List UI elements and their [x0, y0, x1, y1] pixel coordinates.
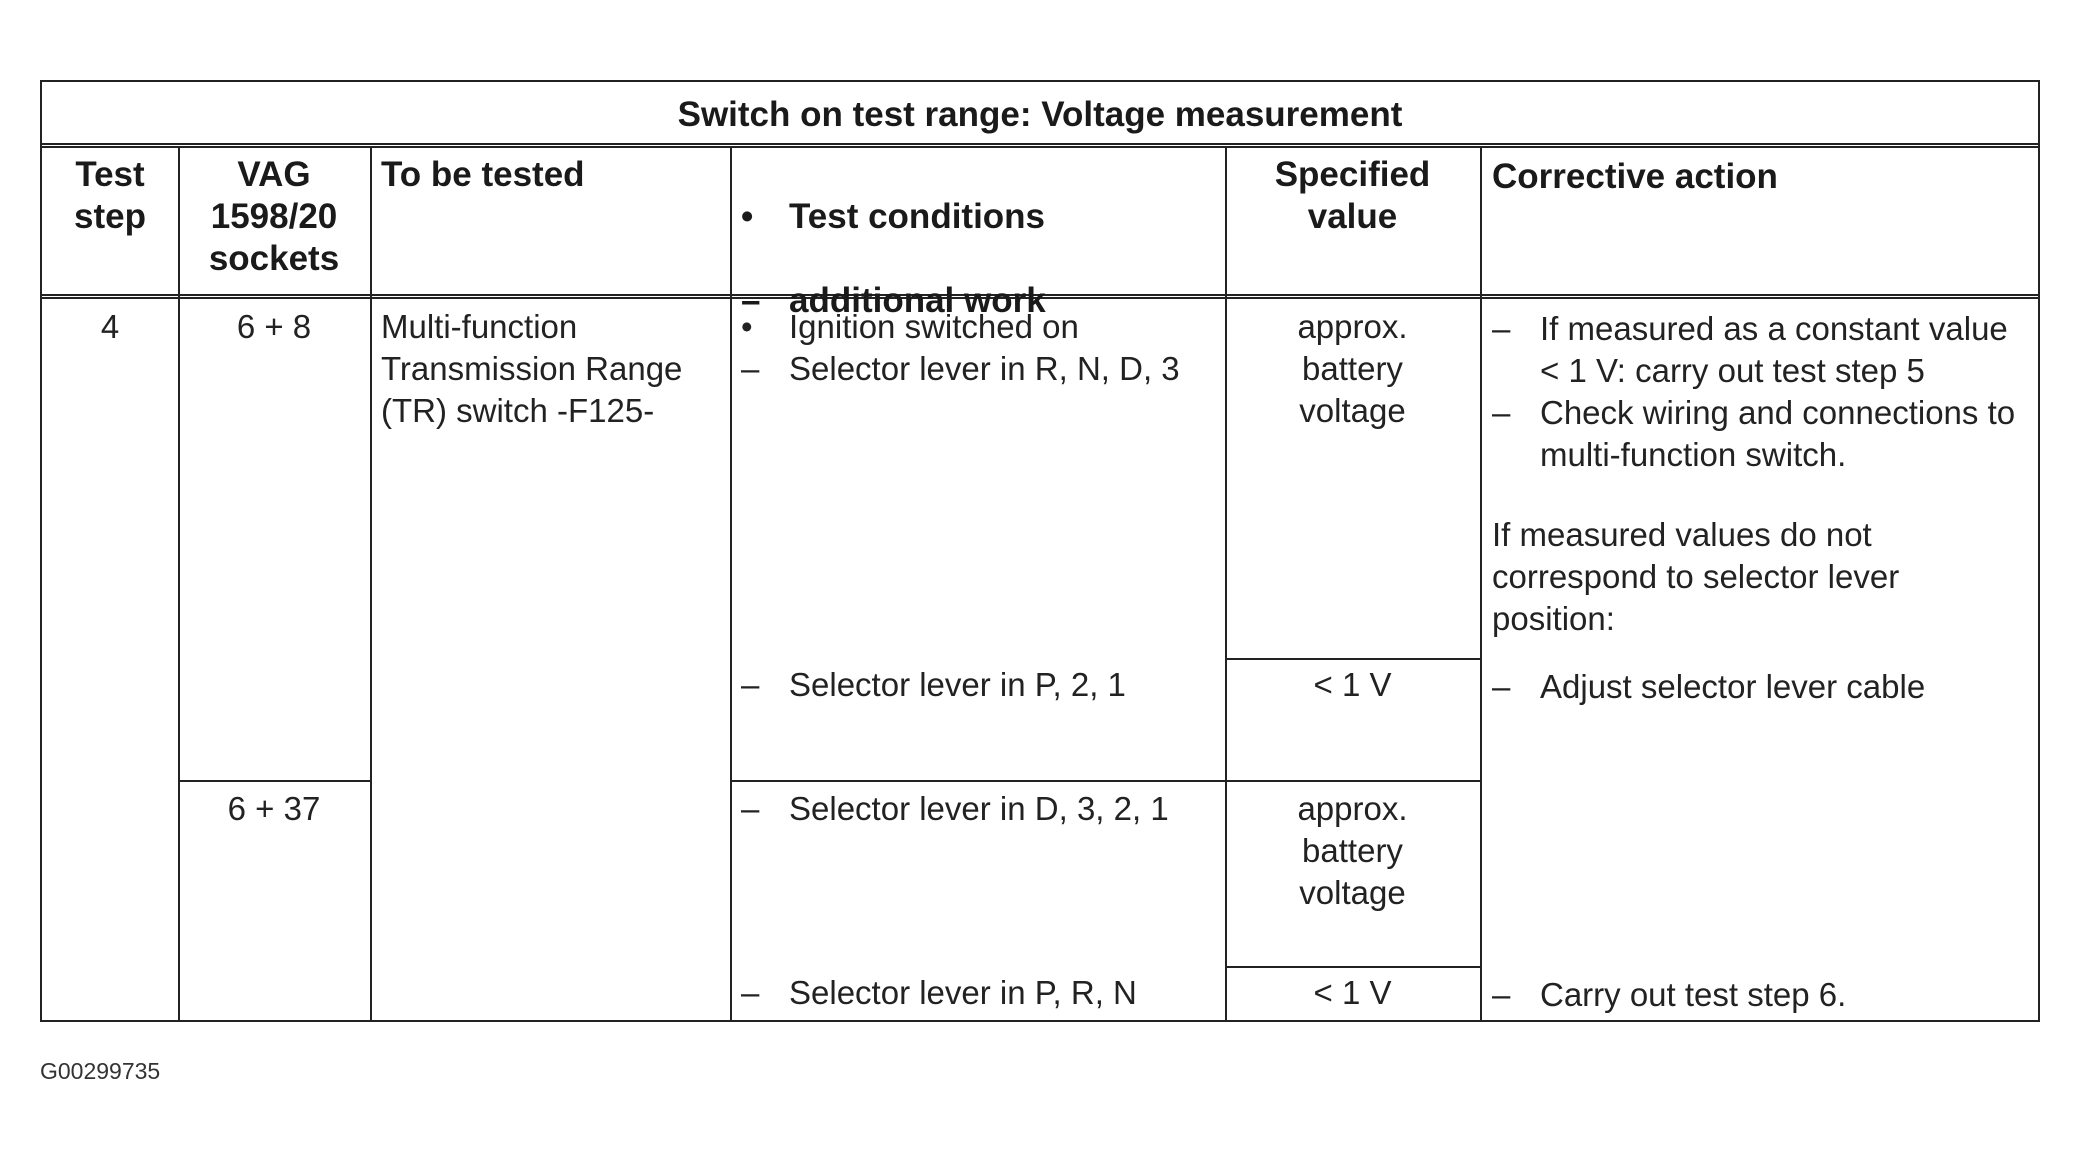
dash-mark: – — [741, 350, 760, 387]
cell-conditions-d: –Selector lever in P, R, N — [741, 972, 1221, 1014]
cell-conditions-b: –Selector lever in P, 2, 1 — [741, 664, 1221, 706]
header-vag-sockets: VAG 1598/20 sockets — [208, 155, 340, 278]
action-check-wiring: Check wiring and connections to multi-fu… — [1540, 394, 2016, 473]
cell-conditions-c: –Selector lever in D, 3, 2, 1 — [741, 788, 1221, 830]
header-conditions-line-2: additional work — [789, 281, 1046, 320]
sockets-row-divider — [178, 780, 370, 782]
condition-d321: Selector lever in D, 3, 2, 1 — [789, 790, 1169, 827]
figure-code: G00299735 — [40, 1058, 161, 1084]
bullet-mark: • — [741, 308, 753, 345]
header-specified-value: Specified value — [1274, 155, 1431, 236]
bullet-mark: • — [741, 197, 754, 236]
cell-sockets-b: 6 + 37 — [227, 790, 321, 827]
col-divider-5 — [1480, 148, 1482, 1020]
header-test-step: Test step — [74, 155, 146, 236]
dash-mark: – — [1492, 976, 1511, 1013]
table-title: Switch on test range: Voltage measuremen… — [42, 82, 2038, 148]
dash-mark: – — [1492, 310, 1511, 347]
cell-conditions-a: • Ignition switched on –Selector lever in… — [741, 306, 1221, 390]
cell-test-step: 4 — [100, 308, 120, 345]
dash-mark: – — [741, 974, 760, 1011]
header-test-conditions: • Test conditions –additional work — [741, 154, 1221, 364]
action-constant-value: If measured as a constant value < 1 V: c… — [1540, 310, 2008, 389]
condition-rnd3: Selector lever in R, N, D, 3 — [789, 350, 1180, 387]
cell-spec-2: < 1 V — [1313, 666, 1392, 703]
col-divider-3 — [730, 148, 732, 1020]
action-adjust-cable: Adjust selector lever cable — [1540, 668, 1926, 705]
dash-mark: – — [741, 666, 760, 703]
header-divider — [42, 294, 2038, 299]
cell-spec-4: < 1 V — [1313, 974, 1392, 1011]
cell-action-a: –If measured as a constant value < 1 V: … — [1492, 308, 2030, 640]
conditions-row-divider — [730, 780, 1480, 782]
dash-mark: – — [1492, 668, 1511, 705]
dash-mark: – — [741, 790, 760, 827]
cell-to-be-tested: Multi-function Transmission Range (TR) s… — [381, 308, 683, 429]
dash-mark: – — [741, 281, 761, 320]
action-note: If measured values do not correspond to … — [1492, 516, 1900, 637]
cell-sockets-a: 6 + 8 — [236, 308, 312, 345]
cell-action-c: –Carry out test step 6. — [1492, 974, 2030, 1016]
header-conditions-line-1: Test conditions — [789, 197, 1046, 236]
condition-prn: Selector lever in P, R, N — [789, 974, 1137, 1011]
col-divider-1 — [178, 148, 180, 1020]
condition-ignition: Ignition switched on — [789, 308, 1079, 345]
col-divider-4 — [1225, 148, 1227, 1020]
cell-action-b: –Adjust selector lever cable — [1492, 666, 2030, 708]
cell-spec-3: approx. battery voltage — [1297, 790, 1408, 911]
spec-divider-1 — [1225, 658, 1480, 660]
header-corrective-action: Corrective action — [1492, 157, 1778, 196]
cell-spec-1: approx. battery voltage — [1297, 308, 1408, 429]
voltage-measurement-table: Switch on test range: Voltage measuremen… — [40, 80, 2040, 1022]
condition-p21: Selector lever in P, 2, 1 — [789, 666, 1126, 703]
dash-mark: – — [1492, 394, 1511, 431]
header-to-be-tested: To be tested — [381, 155, 585, 194]
action-test-step-6: Carry out test step 6. — [1540, 976, 1847, 1013]
spec-divider-2 — [1225, 966, 1480, 968]
col-divider-2 — [370, 148, 372, 1020]
